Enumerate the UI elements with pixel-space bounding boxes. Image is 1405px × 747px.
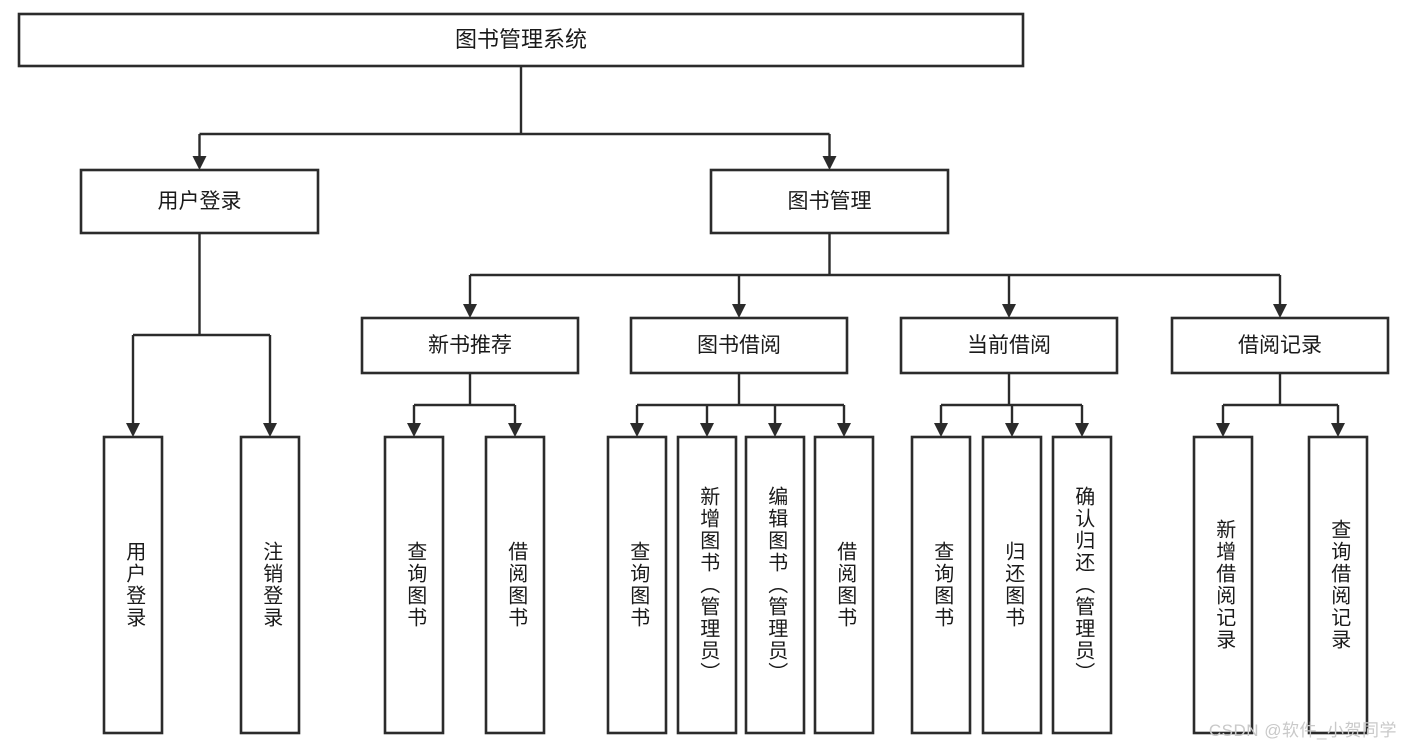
arrow-head-icon — [837, 423, 851, 437]
arrow-head-icon — [822, 156, 837, 170]
node-label-book-manage: 图书管理 — [788, 190, 872, 213]
node-user-login[interactable]: 用户登录 — [79, 168, 320, 235]
node-leaf-query-book-2[interactable] — [606, 435, 668, 735]
node-leaf-user-login[interactable] — [102, 435, 164, 735]
node-box-leaf-query-book-2[interactable] — [606, 435, 668, 735]
edge-group-user-login — [126, 233, 277, 437]
node-box-leaf-confirm-return[interactable] — [1051, 435, 1113, 735]
node-root[interactable]: 图书管理系统 — [17, 12, 1025, 68]
arrow-head-icon — [1216, 423, 1230, 437]
node-box-leaf-user-login[interactable] — [102, 435, 164, 735]
node-leaf-borrow-book-1[interactable] — [484, 435, 546, 735]
node-box-leaf-add-record[interactable] — [1192, 435, 1254, 735]
arrow-head-icon — [732, 304, 746, 318]
node-label-book-borrow: 图书借阅 — [697, 334, 781, 357]
node-label-user-login: 用户登录 — [158, 190, 242, 213]
node-label-root: 图书管理系统 — [455, 27, 587, 52]
edge-group-current-borrow — [934, 373, 1089, 437]
node-new-book-rec[interactable]: 新书推荐 — [360, 316, 580, 375]
node-leaf-edit-book[interactable] — [744, 435, 806, 735]
arrow-head-icon — [768, 423, 782, 437]
arrow-head-icon — [1075, 423, 1089, 437]
watermark-text: CSDN @软件_小贺同学 — [1208, 721, 1397, 740]
edge-group-book-manage — [463, 233, 1287, 318]
node-box-leaf-edit-book[interactable] — [744, 435, 806, 735]
arrow-head-icon — [934, 423, 948, 437]
edge-group-book-borrow — [630, 373, 851, 437]
node-box-leaf-borrow-book-2[interactable] — [813, 435, 875, 735]
node-label-current-borrow: 当前借阅 — [967, 334, 1051, 357]
node-leaf-logout[interactable] — [239, 435, 301, 735]
node-leaf-borrow-book-2[interactable] — [813, 435, 875, 735]
edge-group-new-book-rec — [407, 373, 522, 437]
node-box-leaf-add-book[interactable] — [676, 435, 738, 735]
node-box-leaf-borrow-book-1[interactable] — [484, 435, 546, 735]
node-box-borrow-record[interactable] — [1170, 316, 1390, 375]
node-leaf-query-record[interactable] — [1307, 435, 1369, 735]
node-box-leaf-query-record[interactable] — [1307, 435, 1369, 735]
arrow-head-icon — [1273, 304, 1287, 318]
node-box-current-borrow[interactable] — [899, 316, 1119, 375]
node-box-leaf-query-book-3[interactable] — [910, 435, 972, 735]
arrow-head-icon — [630, 423, 644, 437]
arrow-head-icon — [1002, 304, 1016, 318]
node-book-manage[interactable]: 图书管理 — [709, 168, 950, 235]
node-leaf-add-record[interactable] — [1192, 435, 1254, 735]
node-leaf-query-book-3[interactable] — [910, 435, 972, 735]
arrow-head-icon — [1005, 423, 1019, 437]
node-leaf-add-book[interactable] — [676, 435, 738, 735]
arrow-head-icon — [407, 423, 421, 437]
arrow-head-icon — [263, 423, 277, 437]
arrow-head-icon — [126, 423, 140, 437]
node-leaf-confirm-return[interactable] — [1051, 435, 1113, 735]
node-box-book-borrow[interactable] — [629, 316, 849, 375]
node-borrow-record[interactable]: 借阅记录 — [1170, 316, 1390, 375]
node-current-borrow[interactable]: 当前借阅 — [899, 316, 1119, 375]
node-leaf-return-book[interactable] — [981, 435, 1043, 735]
arrow-head-icon — [700, 423, 714, 437]
node-label-new-book-rec: 新书推荐 — [428, 334, 512, 357]
edge-group-borrow-record — [1216, 373, 1345, 437]
node-box-root[interactable] — [17, 12, 1025, 68]
node-book-borrow[interactable]: 图书借阅 — [629, 316, 849, 375]
arrow-head-icon — [1331, 423, 1345, 437]
arrow-head-icon — [508, 423, 522, 437]
node-box-leaf-query-book-1[interactable] — [383, 435, 445, 735]
connector-layer — [126, 66, 1345, 437]
node-box-leaf-logout[interactable] — [239, 435, 301, 735]
node-leaf-query-book-1[interactable] — [383, 435, 445, 735]
arrow-head-icon — [463, 304, 477, 318]
edge-group-root — [192, 66, 837, 170]
node-box-leaf-return-book[interactable] — [981, 435, 1043, 735]
node-box-user-login[interactable] — [79, 168, 320, 235]
arrow-head-icon — [192, 156, 207, 170]
node-box-new-book-rec[interactable] — [360, 316, 580, 375]
node-box-book-manage[interactable] — [709, 168, 950, 235]
node-label-borrow-record: 借阅记录 — [1238, 334, 1322, 357]
